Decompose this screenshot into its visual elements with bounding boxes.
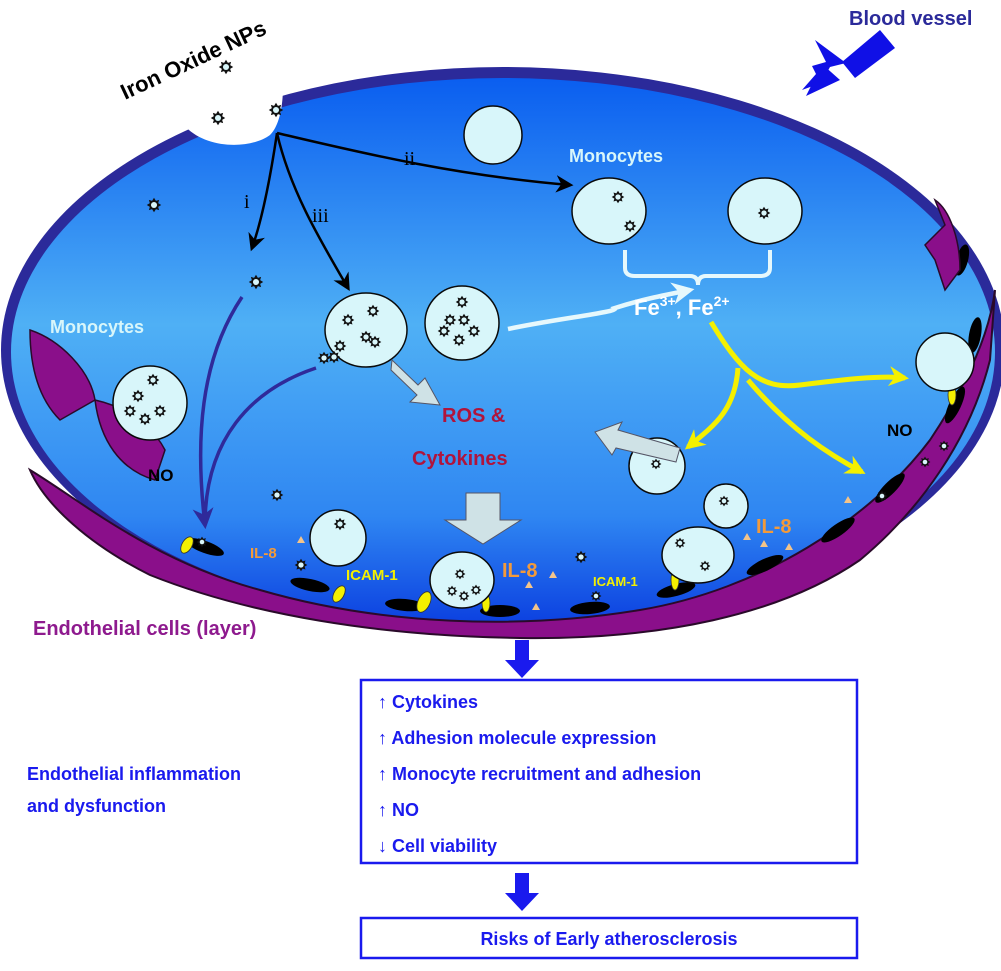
monocyte: [309, 509, 367, 567]
effect-item: ↓ Cell viability: [378, 836, 497, 856]
il8-label-1: IL-8: [250, 545, 277, 562]
monocyte: [463, 105, 523, 165]
pathway-iii-label: iii: [312, 205, 329, 227]
icam1-label-2: ICAM-1: [593, 574, 638, 589]
effect-item: ↑ Monocyte recruitment and adhesion: [378, 764, 701, 784]
effect-item: ↑ NO: [378, 800, 419, 820]
iron-ions-label: Fe3+, Fe2+: [634, 293, 730, 320]
endothelial-cells-label: Endothelial cells (layer): [33, 618, 256, 640]
pathway-i-label: i: [244, 191, 250, 213]
ros-label-line2: Cytokines: [412, 448, 508, 470]
blood-vessel-label: Blood vessel: [849, 8, 972, 30]
monocyte: [915, 332, 975, 392]
monocyte: [324, 292, 408, 368]
fe-release-arrow: [507, 282, 695, 332]
iron-ion-arrows: [684, 320, 909, 475]
monocytes-brace: [623, 250, 772, 286]
monocyte: [703, 483, 749, 529]
effects-box: [359, 678, 859, 865]
grey-block-arrows: [390, 358, 681, 545]
outcome-label: Risks of Early atherosclerosis: [480, 929, 737, 949]
pathway-iii-arrow: [275, 132, 350, 292]
np-pathway-arrows: [248, 131, 574, 292]
monocytes: [112, 105, 975, 609]
effects-list: ↑ Cytokines ↑ Adhesion molecule expressi…: [378, 692, 701, 856]
monocytes-label-top: Monocytes: [569, 146, 663, 166]
monocyte: [661, 526, 735, 584]
no-label-left: NO: [148, 466, 174, 485]
il8-label-2: IL-8: [502, 560, 538, 582]
endothelial-inflammation-label-line2: and dysfunction: [27, 796, 166, 816]
il8-markers: [297, 496, 852, 610]
monocyte: [112, 365, 188, 441]
ros-label-line1: ROS &: [442, 405, 505, 427]
endothelial-inflammation-label-line1: Endothelial inflammation: [27, 764, 241, 784]
il8-label-3: IL-8: [756, 516, 792, 538]
endothelium-arrows: [192, 296, 317, 530]
blood-vessel-pointer-arrow: [802, 30, 895, 96]
endothelial-layer: [27, 198, 996, 640]
flow-down-arrows: [505, 640, 539, 911]
icam1-label-1: ICAM-1: [346, 567, 398, 584]
effect-item: ↑ Adhesion molecule expression: [378, 728, 656, 748]
adhesion-molecules: [180, 384, 957, 613]
monocyte: [571, 177, 647, 245]
outcome-box: [359, 916, 859, 960]
monocytes-label-left: Monocytes: [50, 317, 144, 337]
monocyte: [429, 551, 495, 609]
effect-item: ↑ Cytokines: [378, 692, 478, 712]
endothelial-cells: [27, 289, 996, 640]
pathway-ii-label: ii: [404, 148, 416, 170]
no-label-right: NO: [887, 421, 913, 440]
pathway-ii-arrow: [276, 131, 574, 193]
pathway-i-arrow: [248, 132, 279, 252]
